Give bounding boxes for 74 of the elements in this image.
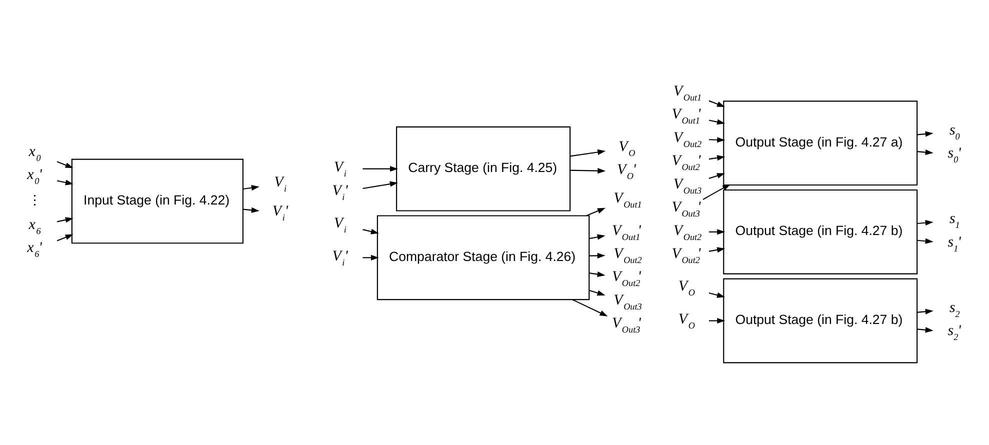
arrow	[572, 298, 608, 316]
node-text: V$_{Out3}$	[614, 292, 642, 311]
node-text: s$_{0}$	[949, 122, 960, 141]
node-box: Output Stage (in Fig. 4.27 b)	[723, 278, 918, 363]
arrow	[56, 179, 74, 185]
arrow	[362, 228, 379, 234]
node-box: Comparator Stage (in Fig. 4.26)	[376, 214, 590, 300]
arrow	[243, 184, 260, 190]
node-text: V$_{Out1}$	[673, 82, 702, 102]
arrow	[570, 168, 606, 174]
arrow	[589, 252, 606, 258]
arrow	[917, 148, 934, 155]
node-text: V$_{i}$'	[332, 248, 348, 267]
arrow	[56, 234, 74, 241]
node-box: Output Stage (in Fig. 4.27 b)	[723, 188, 918, 274]
node-box: Output Stage (in Fig. 4.27 a)	[723, 100, 918, 186]
node-text: V$_{Out2}$	[673, 222, 702, 242]
node-text: V$_{O}$	[618, 138, 636, 158]
node-text: s$_{2}$	[949, 299, 960, 318]
node-text: V$_{Out1}$'	[612, 222, 641, 242]
node-text: V$_{i}$	[274, 174, 287, 194]
node-text: V$_{O}$	[678, 311, 695, 330]
node-text: V$_{Out2}$	[673, 129, 702, 148]
node-text: V$_{Out2}$'	[672, 152, 701, 172]
arrow	[708, 172, 726, 178]
node-text: V$_{Out1}$'	[672, 106, 701, 126]
arrow	[589, 289, 606, 296]
node-text: V$_{i}$'	[332, 182, 348, 202]
arrow	[362, 254, 379, 260]
arrow	[917, 238, 934, 244]
arrow	[362, 166, 398, 172]
node-text: V$_{Out3}$'	[612, 315, 641, 334]
arrow	[708, 136, 726, 142]
arrow	[708, 246, 726, 252]
node-text: V$_{Out1}$	[614, 190, 642, 209]
node-text: s$_{1}$	[949, 210, 960, 230]
arrow	[708, 317, 726, 324]
arrow	[917, 219, 934, 226]
arrow	[708, 118, 726, 124]
node-text: V$_{Out3}$	[673, 176, 702, 195]
node-text: V$_{O}$	[678, 278, 695, 297]
node-text: x$_{0}$'	[27, 166, 42, 186]
node-text: s$_{0}$'	[948, 145, 961, 164]
arrow	[917, 130, 934, 136]
node-text: s$_{1}$'	[948, 234, 961, 253]
arrow	[243, 206, 260, 212]
node-box: Carry Stage (in Fig. 4.25)	[396, 126, 571, 211]
arrow	[702, 184, 731, 200]
arrow	[56, 160, 74, 168]
arrow	[708, 154, 726, 160]
node-text: V$_{O}$'	[616, 162, 636, 181]
arrow	[708, 100, 725, 106]
arrow	[362, 180, 398, 189]
arrow	[56, 216, 74, 222]
node-text: V$_{i}$'	[272, 203, 288, 222]
arrow	[708, 292, 726, 298]
node-text: V$_{i}$	[334, 214, 346, 234]
node-text: x$_{6}$'	[27, 240, 42, 259]
node-text: x$_{0}$	[28, 143, 41, 162]
arrow	[917, 308, 934, 314]
node-text: V$_{Out3}$'	[672, 199, 701, 218]
node-text: V$_{Out2}$'	[672, 245, 701, 264]
node-text: V$_{Out2}$'	[612, 268, 641, 288]
node-text: V$_{i}$	[334, 159, 346, 178]
node-text: x$_{6}$	[28, 216, 41, 236]
arrow	[917, 326, 934, 332]
arrow	[570, 148, 606, 156]
arrow	[589, 234, 606, 240]
arrow	[586, 207, 606, 216]
arrow	[589, 271, 606, 277]
label: ⋮	[28, 192, 41, 207]
node-text: s$_{2}$'	[948, 322, 961, 342]
node-box: Input Stage (in Fig. 4.22)	[71, 158, 244, 244]
node-text: V$_{Out2}$	[614, 245, 642, 264]
